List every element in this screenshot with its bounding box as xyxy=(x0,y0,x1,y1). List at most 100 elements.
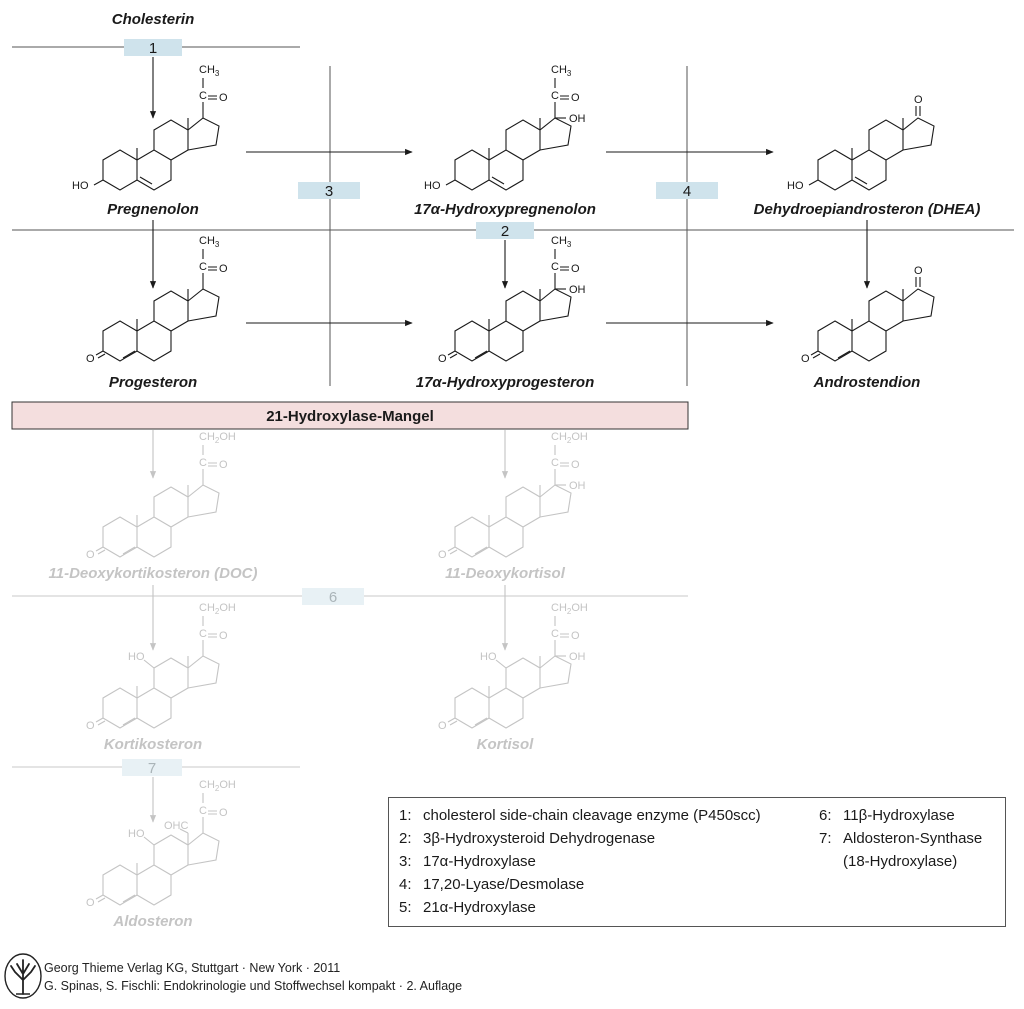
legend-item: 4:17,20-Lyase/Desmolase xyxy=(399,876,585,893)
svg-text:O: O xyxy=(571,630,580,642)
compound-label-pregnenolon: Pregnenolon xyxy=(107,201,199,218)
svg-text:HO: HO xyxy=(128,651,145,663)
enzyme-legend: 1:cholesterol side-chain cleavage enzyme… xyxy=(388,797,1006,927)
svg-text:O: O xyxy=(86,549,95,561)
svg-text:O: O xyxy=(86,353,95,365)
svg-text:HO: HO xyxy=(72,180,89,192)
legend-item: 2:3β-Hydroxysteroid Dehydrogenase xyxy=(399,830,656,847)
molecule-deoxykortisol: CH2OH C O OH O xyxy=(438,431,588,561)
svg-text:O: O xyxy=(438,353,447,365)
svg-text:CH2OH: CH2OH xyxy=(551,602,588,616)
molecule-oh-progesteron: CH3 C O OH O xyxy=(438,235,586,365)
svg-text:C: C xyxy=(199,805,207,817)
svg-text:O: O xyxy=(914,94,923,106)
svg-text:O: O xyxy=(571,92,580,104)
svg-text:O: O xyxy=(86,897,95,909)
step-box-2: 2 xyxy=(476,222,534,240)
step-label-3: 3 xyxy=(325,183,333,200)
svg-text:CH3: CH3 xyxy=(199,64,220,78)
svg-text:O: O xyxy=(219,630,228,642)
svg-text:O: O xyxy=(219,459,228,471)
svg-text:C: C xyxy=(199,90,207,102)
svg-text:HO: HO xyxy=(128,828,145,840)
compound-label-doc: 11-Deoxykortikosteron (DOC) xyxy=(49,565,258,582)
legend-item: 1:cholesterol side-chain cleavage enzyme… xyxy=(399,807,761,824)
molecule-pregnenolon: CH3 C O HO xyxy=(72,64,228,192)
step-label-6: 6 xyxy=(329,589,337,606)
legend-column-left: 1:cholesterol side-chain cleavage enzyme… xyxy=(399,804,761,919)
legend-item: 7:Aldosteron-Synthase xyxy=(819,830,983,847)
compound-label-androstendion: Androstendion xyxy=(813,374,921,391)
svg-text:C: C xyxy=(199,457,207,469)
svg-text:CH3: CH3 xyxy=(551,64,572,78)
svg-text:CH3: CH3 xyxy=(551,235,572,249)
svg-text:C: C xyxy=(199,628,207,640)
svg-text:HO: HO xyxy=(787,180,804,192)
legend-item: 6:11β-Hydroxylase xyxy=(819,807,955,824)
molecule-doc: CH2OH C O O xyxy=(86,431,236,561)
svg-text:C: C xyxy=(551,457,559,469)
legend-item: 3:17α-Hydroxylase xyxy=(399,853,536,870)
molecule-aldosteron: CH2OH C O OHC HO O xyxy=(86,779,236,909)
compound-label-kortisol: Kortisol xyxy=(477,736,535,753)
svg-text:CH2OH: CH2OH xyxy=(199,779,236,793)
svg-text:O: O xyxy=(438,720,447,732)
svg-text:CH2OH: CH2OH xyxy=(199,431,236,445)
thieme-tree-logo-icon xyxy=(4,953,42,999)
step-box-7: 7 xyxy=(122,759,182,777)
footer-text: Georg Thieme Verlag KG, Stuttgart · New … xyxy=(44,959,462,995)
svg-text:O: O xyxy=(86,720,95,732)
svg-text:HO: HO xyxy=(480,651,497,663)
svg-text:OH: OH xyxy=(569,113,586,125)
compound-label-progesteron: Progesteron xyxy=(109,374,197,391)
step-box-6: 6 xyxy=(302,588,364,606)
molecule-kortisol: CH2OH C O OH HO O xyxy=(438,602,588,732)
step-box-3: 3 xyxy=(298,182,360,200)
svg-text:O: O xyxy=(571,263,580,275)
step-box-4: 4 xyxy=(656,182,718,200)
svg-text:HO: HO xyxy=(424,180,441,192)
step-label-2: 2 xyxy=(501,223,509,240)
molecule-androstendion: O O xyxy=(801,265,935,365)
svg-text:O: O xyxy=(914,265,923,277)
svg-text:O: O xyxy=(801,353,810,365)
deficiency-bar: 21-Hydroxylase-Mangel xyxy=(11,401,689,430)
svg-text:O: O xyxy=(219,263,228,275)
svg-text:OH: OH xyxy=(569,284,586,296)
svg-text:OH: OH xyxy=(569,480,586,492)
footer-line-book: G. Spinas, S. Fischli: Endokrinologie un… xyxy=(44,979,463,993)
svg-text:CH2OH: CH2OH xyxy=(551,431,588,445)
compound-label-kortikosteron: Kortikosteron xyxy=(104,736,202,753)
svg-text:O: O xyxy=(438,549,447,561)
compound-label-aldosteron: Aldosteron xyxy=(112,913,192,930)
step-label-1: 1 xyxy=(149,40,157,57)
molecule-progesteron: CH3 C O O xyxy=(86,235,228,365)
legend-item: 5:21α-Hydroxylase xyxy=(399,899,536,916)
compound-label-deoxykortisol: 11-Deoxykortisol xyxy=(445,565,566,582)
molecule-kortikosteron: CH2OH C O HO O xyxy=(86,602,236,732)
svg-text:OH: OH xyxy=(569,651,586,663)
svg-text:CH2OH: CH2OH xyxy=(199,602,236,616)
svg-text:CH3: CH3 xyxy=(199,235,220,249)
legend-column-right: 6:11β-Hydroxylase 7:Aldosteron-Synthase … xyxy=(819,804,982,873)
step-box-1: 1 xyxy=(124,39,182,57)
svg-text:C: C xyxy=(551,261,559,273)
step-label-7: 7 xyxy=(148,760,156,777)
step-label-4: 4 xyxy=(683,183,691,200)
compound-label-dhea: Dehydroepiandrosteron (DHEA) xyxy=(754,201,981,218)
deficiency-label: 21-Hydroxylase-Mangel xyxy=(266,408,434,425)
legend-item: (18-Hydroxylase) xyxy=(843,853,958,870)
svg-text:C: C xyxy=(551,628,559,640)
svg-text:O: O xyxy=(219,92,228,104)
footer-line-publisher: Georg Thieme Verlag KG, Stuttgart · New … xyxy=(44,961,341,975)
compound-label-oh-pregnenolon: 17α-Hydroxypregnenolon xyxy=(414,201,596,218)
svg-text:O: O xyxy=(571,459,580,471)
svg-text:O: O xyxy=(219,807,228,819)
compound-label-oh-progesteron: 17α-Hydroxyprogesteron xyxy=(416,374,595,391)
svg-text:C: C xyxy=(199,261,207,273)
compound-label-cholesterin: Cholesterin xyxy=(112,11,195,28)
molecule-dhea: O HO xyxy=(787,94,935,192)
svg-text:C: C xyxy=(551,90,559,102)
publisher-footer: Georg Thieme Verlag KG, Stuttgart · New … xyxy=(0,950,1024,1005)
